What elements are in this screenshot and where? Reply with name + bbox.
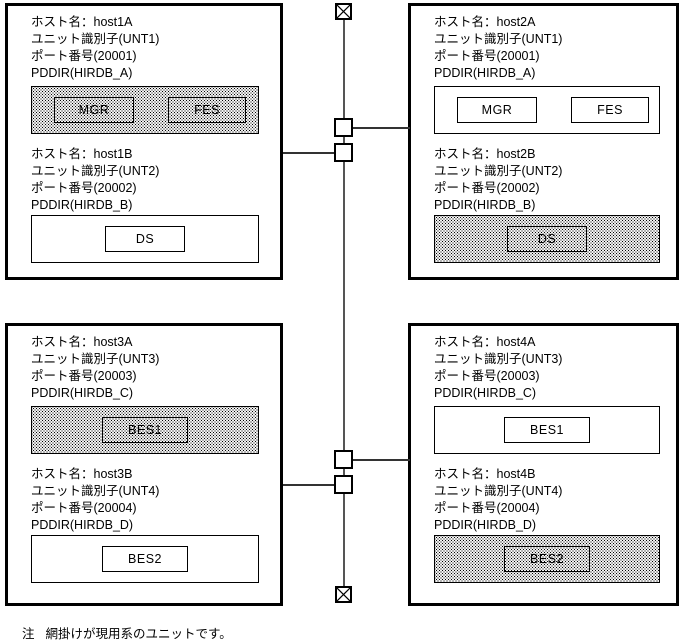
network-bus-segment-upper: [343, 18, 345, 160]
square-node-icon: [334, 450, 353, 469]
unit-box-host2A: MGR FES: [434, 86, 660, 134]
x-box-icon: [335, 586, 352, 603]
pddir-label: PDDIR(HIRDB_A): [31, 66, 133, 80]
unit-identifier-label: ユニット識別子(UNT2): [434, 164, 563, 178]
pddir-label: PDDIR(HIRDB_B): [31, 198, 133, 212]
server-chip-bes1: BES1: [504, 417, 590, 443]
unit-info-host3A: ホスト名：host3A ユニット識別子(UNT3) ポート番号(20003) P…: [31, 334, 159, 402]
host-group-2: ホスト名：host2A ユニット識別子(UNT1) ポート番号(20001) P…: [408, 3, 679, 280]
square-node-icon: [334, 118, 353, 137]
server-chip-bes1: BES1: [102, 417, 188, 443]
network-lead-line-group2: [353, 127, 410, 129]
port-number-label: ポート番号(20002): [31, 181, 137, 195]
unit-box-host1B: DS: [31, 215, 259, 263]
server-chip-mgr: MGR: [457, 97, 537, 123]
unit-identifier-label: ユニット識別子(UNT4): [434, 484, 563, 498]
pddir-label: PDDIR(HIRDB_C): [434, 386, 537, 400]
unit-identifier-label: ユニット識別子(UNT2): [31, 164, 160, 178]
unit-box-host2B: DS: [434, 215, 660, 263]
unit-info-host1B: ホスト名：host1B ユニット識別子(UNT2) ポート番号(20002) P…: [31, 146, 159, 214]
host-name-label: ホスト名：host2A: [434, 15, 536, 29]
square-node-icon: [334, 143, 353, 162]
host-name-label: ホスト名：host2B: [434, 147, 536, 161]
server-chip-mgr: MGR: [54, 97, 134, 123]
unit-identifier-label: ユニット識別子(UNT1): [31, 32, 160, 46]
network-lead-line-group4: [353, 459, 410, 461]
unit-info-host2A: ホスト名：host2A ユニット識別子(UNT1) ポート番号(20001) P…: [434, 14, 562, 82]
port-number-label: ポート番号(20002): [434, 181, 540, 195]
port-number-label: ポート番号(20004): [31, 501, 137, 515]
unit-info-host3B: ホスト名：host3B ユニット識別子(UNT4) ポート番号(20004) P…: [31, 466, 159, 534]
unit-box-host4A: BES1: [434, 406, 660, 454]
pddir-label: PDDIR(HIRDB_D): [31, 518, 134, 532]
x-box-icon: [335, 3, 352, 20]
network-bus-segment-lower: [343, 460, 345, 586]
unit-box-host3B: BES2: [31, 535, 259, 583]
host-name-label: ホスト名：host4A: [434, 335, 536, 349]
server-chip-bes2: BES2: [102, 546, 188, 572]
server-chip-fes: FES: [571, 97, 649, 123]
footnote: 注網掛けが現用系のユニットです。: [22, 623, 232, 642]
unit-info-host4B: ホスト名：host4B ユニット識別子(UNT4) ポート番号(20004) P…: [434, 466, 562, 534]
port-number-label: ポート番号(20001): [31, 49, 137, 63]
network-lead-line-group3: [283, 484, 334, 486]
port-number-label: ポート番号(20003): [434, 369, 540, 383]
pddir-label: PDDIR(HIRDB_D): [434, 518, 537, 532]
pddir-label: PDDIR(HIRDB_A): [434, 66, 536, 80]
pddir-label: PDDIR(HIRDB_C): [31, 386, 134, 400]
host-group-1: ホスト名：host1A ユニット識別子(UNT1) ポート番号(20001) P…: [5, 3, 283, 280]
footnote-text: 網掛けが現用系のユニットです。: [45, 627, 232, 641]
square-node-icon: [334, 475, 353, 494]
footnote-mark: 注: [22, 627, 35, 641]
port-number-label: ポート番号(20004): [434, 501, 540, 515]
port-number-label: ポート番号(20001): [434, 49, 540, 63]
unit-identifier-label: ユニット識別子(UNT4): [31, 484, 160, 498]
unit-identifier-label: ユニット識別子(UNT3): [434, 352, 563, 366]
pddir-label: PDDIR(HIRDB_B): [434, 198, 536, 212]
network-bus-segment-middle: [343, 160, 345, 460]
server-chip-bes2: BES2: [504, 546, 590, 572]
unit-info-host1A: ホスト名：host1A ユニット識別子(UNT1) ポート番号(20001) P…: [31, 14, 159, 82]
host-group-4: ホスト名：host4A ユニット識別子(UNT3) ポート番号(20003) P…: [408, 323, 679, 606]
network-lead-line-group1: [283, 152, 334, 154]
unit-identifier-label: ユニット識別子(UNT3): [31, 352, 160, 366]
unit-info-host2B: ホスト名：host2B ユニット識別子(UNT2) ポート番号(20002) P…: [434, 146, 562, 214]
server-chip-ds: DS: [105, 226, 185, 252]
unit-identifier-label: ユニット識別子(UNT1): [434, 32, 563, 46]
server-chip-ds: DS: [507, 226, 587, 252]
host-name-label: ホスト名：host3A: [31, 335, 133, 349]
host-name-label: ホスト名：host1A: [31, 15, 133, 29]
server-chip-fes: FES: [168, 97, 246, 123]
host-name-label: ホスト名：host1B: [31, 147, 133, 161]
host-name-label: ホスト名：host3B: [31, 467, 133, 481]
host-name-label: ホスト名：host4B: [434, 467, 536, 481]
unit-box-host1A: MGR FES: [31, 86, 259, 134]
port-number-label: ポート番号(20003): [31, 369, 137, 383]
host-group-3: ホスト名：host3A ユニット識別子(UNT3) ポート番号(20003) P…: [5, 323, 283, 606]
unit-box-host3A: BES1: [31, 406, 259, 454]
unit-info-host4A: ホスト名：host4A ユニット識別子(UNT3) ポート番号(20003) P…: [434, 334, 562, 402]
unit-box-host4B: BES2: [434, 535, 660, 583]
